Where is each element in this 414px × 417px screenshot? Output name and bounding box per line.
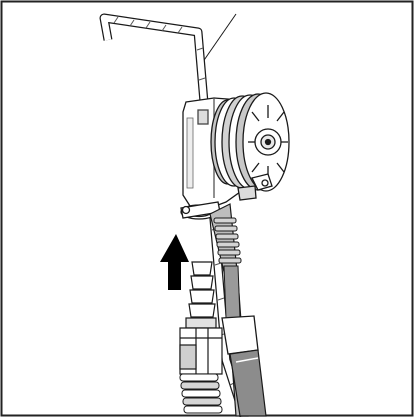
hose-hanger-icon (99, 13, 249, 417)
hose-connector-icon (179, 261, 223, 375)
drain-pump-icon (180, 92, 290, 220)
ribbed-hose-icon (179, 373, 223, 414)
wall-edge-line (199, 13, 237, 67)
up-arrow-icon (160, 234, 189, 290)
corrugated-hose-icon (209, 203, 267, 417)
